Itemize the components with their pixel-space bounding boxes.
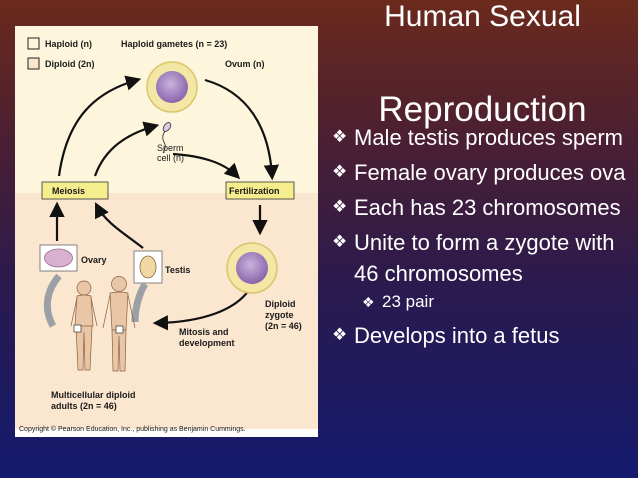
testis-to-meiosis-arrow (95, 202, 144, 249)
title-line-2: Reproduction (378, 90, 587, 129)
meiosis-label: Meiosis (52, 186, 85, 196)
female-figure-icon (70, 280, 98, 371)
bullet-text: Female ovary produces ova (354, 160, 626, 185)
fertilization-label: Fertilization (229, 186, 280, 196)
ovum-nucleus (156, 71, 188, 103)
diamond-bullet-icon: ❖ (332, 232, 348, 251)
copyright-text: Copyright © Pearson Education, Inc., pub… (19, 425, 246, 433)
sperm-cell-icon (162, 122, 172, 154)
diamond-bullet-icon: ❖ (332, 162, 348, 181)
life-cycle-figure: Haploid (n) Diploid (2n) Haploid gametes… (15, 26, 318, 437)
bullet-text: Male testis produces sperm (354, 125, 623, 150)
bullet-item: ❖ Male testis produces sperm (332, 122, 632, 153)
bullet-item: ❖ Each has 23 chromosomes (332, 192, 632, 223)
fertilization-box (225, 181, 295, 200)
adults-label-1: Multicellular diploid (51, 390, 136, 400)
bullet-list: ❖ Male testis produces sperm ❖ Female ovar… (332, 122, 632, 355)
diploid-swatch (27, 57, 40, 70)
sperm-label-2: cell (n) (157, 153, 184, 163)
mitosis-label-2: development (179, 338, 235, 348)
diamond-bullet-icon: ❖ (332, 197, 348, 216)
adults-label-2: adults (2n = 46) (51, 401, 117, 411)
bullet-item: ❖ Female ovary produces ova (332, 157, 632, 188)
title-line-1: Human Sexual (384, 0, 581, 33)
ovary-icon (44, 248, 73, 268)
zygote-label-1: Diploid (265, 299, 296, 309)
bullet-text: Unite to form a zygote with 46 chromosom… (354, 230, 615, 286)
bullet-item: ❖ Develops into a fetus (332, 320, 632, 351)
diamond-bullet-icon: ❖ (332, 127, 348, 146)
meiosis-to-sperm-arrow (93, 121, 160, 177)
meiosis-box (41, 181, 109, 200)
zygote-label-2: zygote (265, 310, 294, 320)
sub-bullet-item: ❖ 23 pair (332, 290, 632, 314)
mitosis-label-1: Mitosis and (179, 327, 229, 337)
zygote-label-3: (2n = 46) (265, 321, 302, 331)
testis-label: Testis (165, 265, 190, 275)
bullet-text: Each has 23 chromosomes (354, 195, 621, 220)
sperm-to-fertilization-arrow (172, 152, 241, 180)
ovum-label: Ovum (n) (225, 59, 265, 69)
sperm-label-1: Sperm (157, 143, 184, 153)
bullet-text: 23 pair (382, 292, 434, 311)
testis-icon (139, 255, 157, 279)
diamond-bullet-icon: ❖ (362, 294, 375, 310)
zygote-to-adults-arrow (152, 289, 250, 331)
meiosis-to-ovum-arrow (57, 75, 142, 177)
bullet-text: Develops into a fetus (354, 323, 560, 348)
haploid-swatch (27, 37, 40, 50)
bullet-item: ❖ Unite to form a zygote with 46 chromoso… (332, 227, 632, 289)
zygote-nucleus (236, 252, 268, 284)
female-to-ovary-arrow (43, 273, 62, 328)
haploid-gametes-label: Haploid gametes (n = 23) (121, 39, 227, 49)
male-to-testis-arrow (131, 282, 149, 323)
diamond-bullet-icon: ❖ (332, 325, 348, 344)
ovary-label: Ovary (81, 255, 107, 265)
male-figure-icon (102, 276, 136, 372)
legend-diploid: Diploid (2n) (45, 59, 95, 69)
ovum-to-fertilization-arrow (204, 78, 280, 181)
legend-haploid: Haploid (n) (45, 39, 92, 49)
life-cycle-diagram: Haploid (n) Diploid (2n) Haploid gametes… (15, 26, 318, 437)
